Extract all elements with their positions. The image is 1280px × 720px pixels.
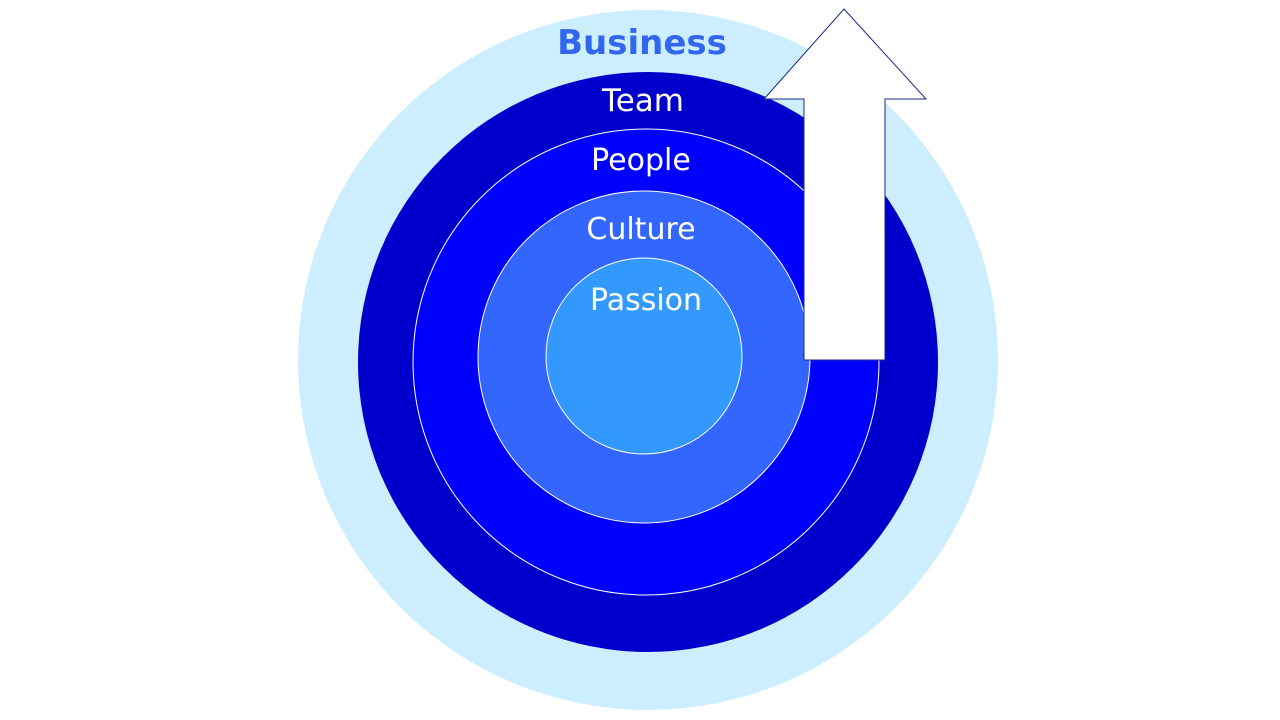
business-label: Business bbox=[557, 23, 727, 63]
passion-label: Passion bbox=[590, 283, 702, 318]
team-label: Team bbox=[601, 83, 684, 119]
growth-arrow-icon bbox=[762, 8, 928, 361]
passion-core bbox=[545, 257, 743, 455]
people-label: People bbox=[591, 143, 691, 178]
culture-label: Culture bbox=[586, 212, 695, 247]
